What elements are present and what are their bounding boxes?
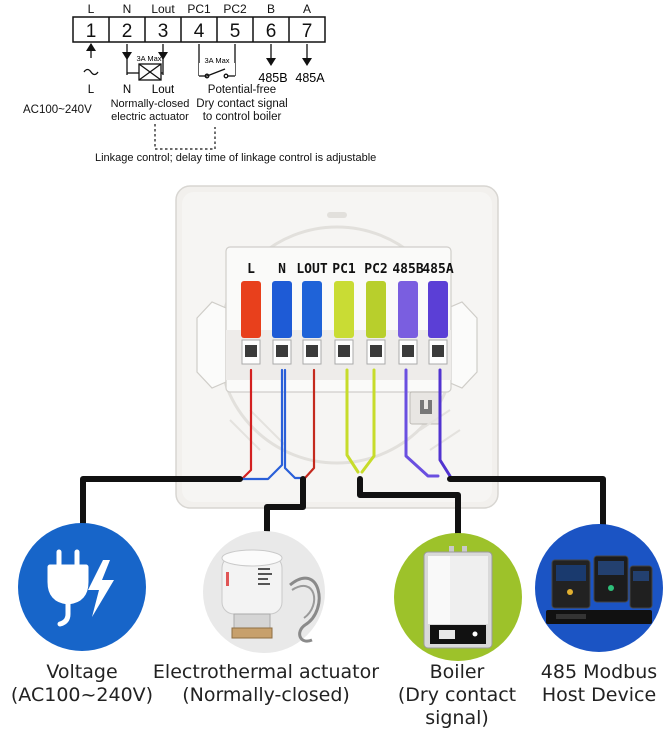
ac-input-arrow (83, 43, 99, 76)
terminal-top-label: PC1 (187, 2, 211, 16)
actuator-icon (203, 531, 325, 653)
boiler-caption: Boiler (Dry contact signal) (368, 661, 546, 730)
terminal-lever-l (241, 281, 261, 338)
label-L: L (88, 84, 95, 96)
label-Lout: Lout (152, 84, 175, 96)
wire-L-red (239, 368, 253, 482)
boiler-icon (394, 533, 522, 661)
terminal-number: 4 (194, 21, 205, 42)
pf-line-3: to control boiler (202, 111, 282, 123)
label-485A: 485A (295, 71, 325, 85)
wires (239, 368, 452, 482)
terminal-hole-pc2 (370, 345, 382, 357)
terminal-number: 6 (266, 21, 277, 42)
voltage-title: Voltage (46, 661, 118, 683)
label-N: N (123, 84, 131, 96)
terminal-lever-pc2 (366, 281, 386, 338)
terminal-number: 1 (86, 21, 97, 42)
panel-label-PC1: PC1 (332, 262, 356, 277)
panel-label-L: L (247, 262, 255, 277)
wire-LOUT-red (303, 368, 316, 480)
nc-actuator-caption: Normally-closed electric actuator (110, 98, 190, 124)
terminal-lever-n (272, 281, 292, 338)
relay-nc-rating: 3A Max (136, 54, 161, 63)
terminal-number: 5 (230, 21, 241, 42)
actuator-subtitle: (Normally-closed) (182, 684, 350, 706)
modbus-caption: 485 Modbus Host Device (532, 661, 666, 707)
wire-PC2 (360, 368, 376, 474)
terminal-lever-lout (302, 281, 322, 338)
wire-485B (404, 368, 440, 478)
linkage-note: Linkage control; delay time of linkage c… (95, 152, 377, 164)
voltage-subtitle: (AC100~240V) (10, 684, 154, 706)
modbus-subtitle: Host Device (541, 684, 657, 706)
terminal-top-label: A (303, 2, 311, 16)
wire-485A (438, 368, 452, 478)
modbus-host-icon (535, 524, 663, 652)
terminal-hole-485a (432, 345, 444, 357)
boiler-title: Boiler (429, 661, 485, 683)
dry-contact-switch (198, 44, 236, 80)
terminal-number: 3 (158, 21, 169, 42)
terminal-strip: L N Lout PC1 PC2 B A 1 2 3 4 5 6 7 (72, 2, 326, 43)
terminal-number: 2 (122, 21, 133, 42)
terminal-number: 7 (302, 21, 313, 42)
potential-free-caption: Potential-free Dry contact signal to con… (190, 84, 294, 125)
rs485-arrows (266, 44, 312, 66)
wire-PC1 (345, 368, 360, 474)
terminal-top-label: L (88, 2, 95, 16)
terminal-top-label: B (267, 2, 275, 16)
terminal-top-label: N (123, 2, 132, 16)
panel-label-LOUT: LOUT (296, 262, 327, 277)
panel-label-PC2: PC2 (364, 262, 387, 277)
terminal-hole-485b (402, 345, 414, 357)
ac-range-label: AC100~240V (23, 104, 92, 116)
terminal-top-label: PC2 (223, 2, 247, 16)
actuator-title: Electrothermal actuator (152, 661, 380, 683)
wire-N-blue (239, 368, 284, 481)
terminal-top-label: Lout (151, 2, 175, 16)
plug-lightning-icon (18, 523, 146, 651)
pf-line-1: Potential-free (207, 84, 277, 96)
panel-label-N: N (278, 262, 286, 277)
terminal-hole-lout (306, 345, 318, 357)
terminal-lever-485b (398, 281, 418, 338)
pf-line-2: Dry contact signal (196, 97, 288, 110)
voltage-caption: Voltage (AC100~240V) (2, 661, 162, 707)
nc-line-2: electric actuator (111, 111, 189, 123)
terminal-hole-n (276, 345, 288, 357)
label-485B: 485B (258, 71, 287, 85)
panel-label-485A: 485A (422, 262, 453, 277)
terminal-lever-485a (428, 281, 448, 338)
wire-N-actuator (283, 368, 304, 480)
actuator-caption: Electrothermal actuator (Normally-closed… (151, 661, 381, 707)
linkage-dashed-line (154, 124, 216, 150)
connection-lines (80, 476, 606, 543)
terminal-hole-pc1 (338, 345, 350, 357)
terminal-hole-l (245, 345, 257, 357)
terminal-lever-pc1 (334, 281, 354, 338)
relay-dry-rating: 3A Max (204, 56, 229, 65)
nc-line-1: Normally-closed (110, 98, 190, 110)
relay-nc (122, 44, 168, 81)
terminal-levers (241, 281, 448, 365)
modbus-title: 485 Modbus (540, 661, 658, 683)
panel-label-485B: 485B (392, 262, 423, 277)
boiler-subtitle: (Dry contact signal) (397, 684, 517, 729)
